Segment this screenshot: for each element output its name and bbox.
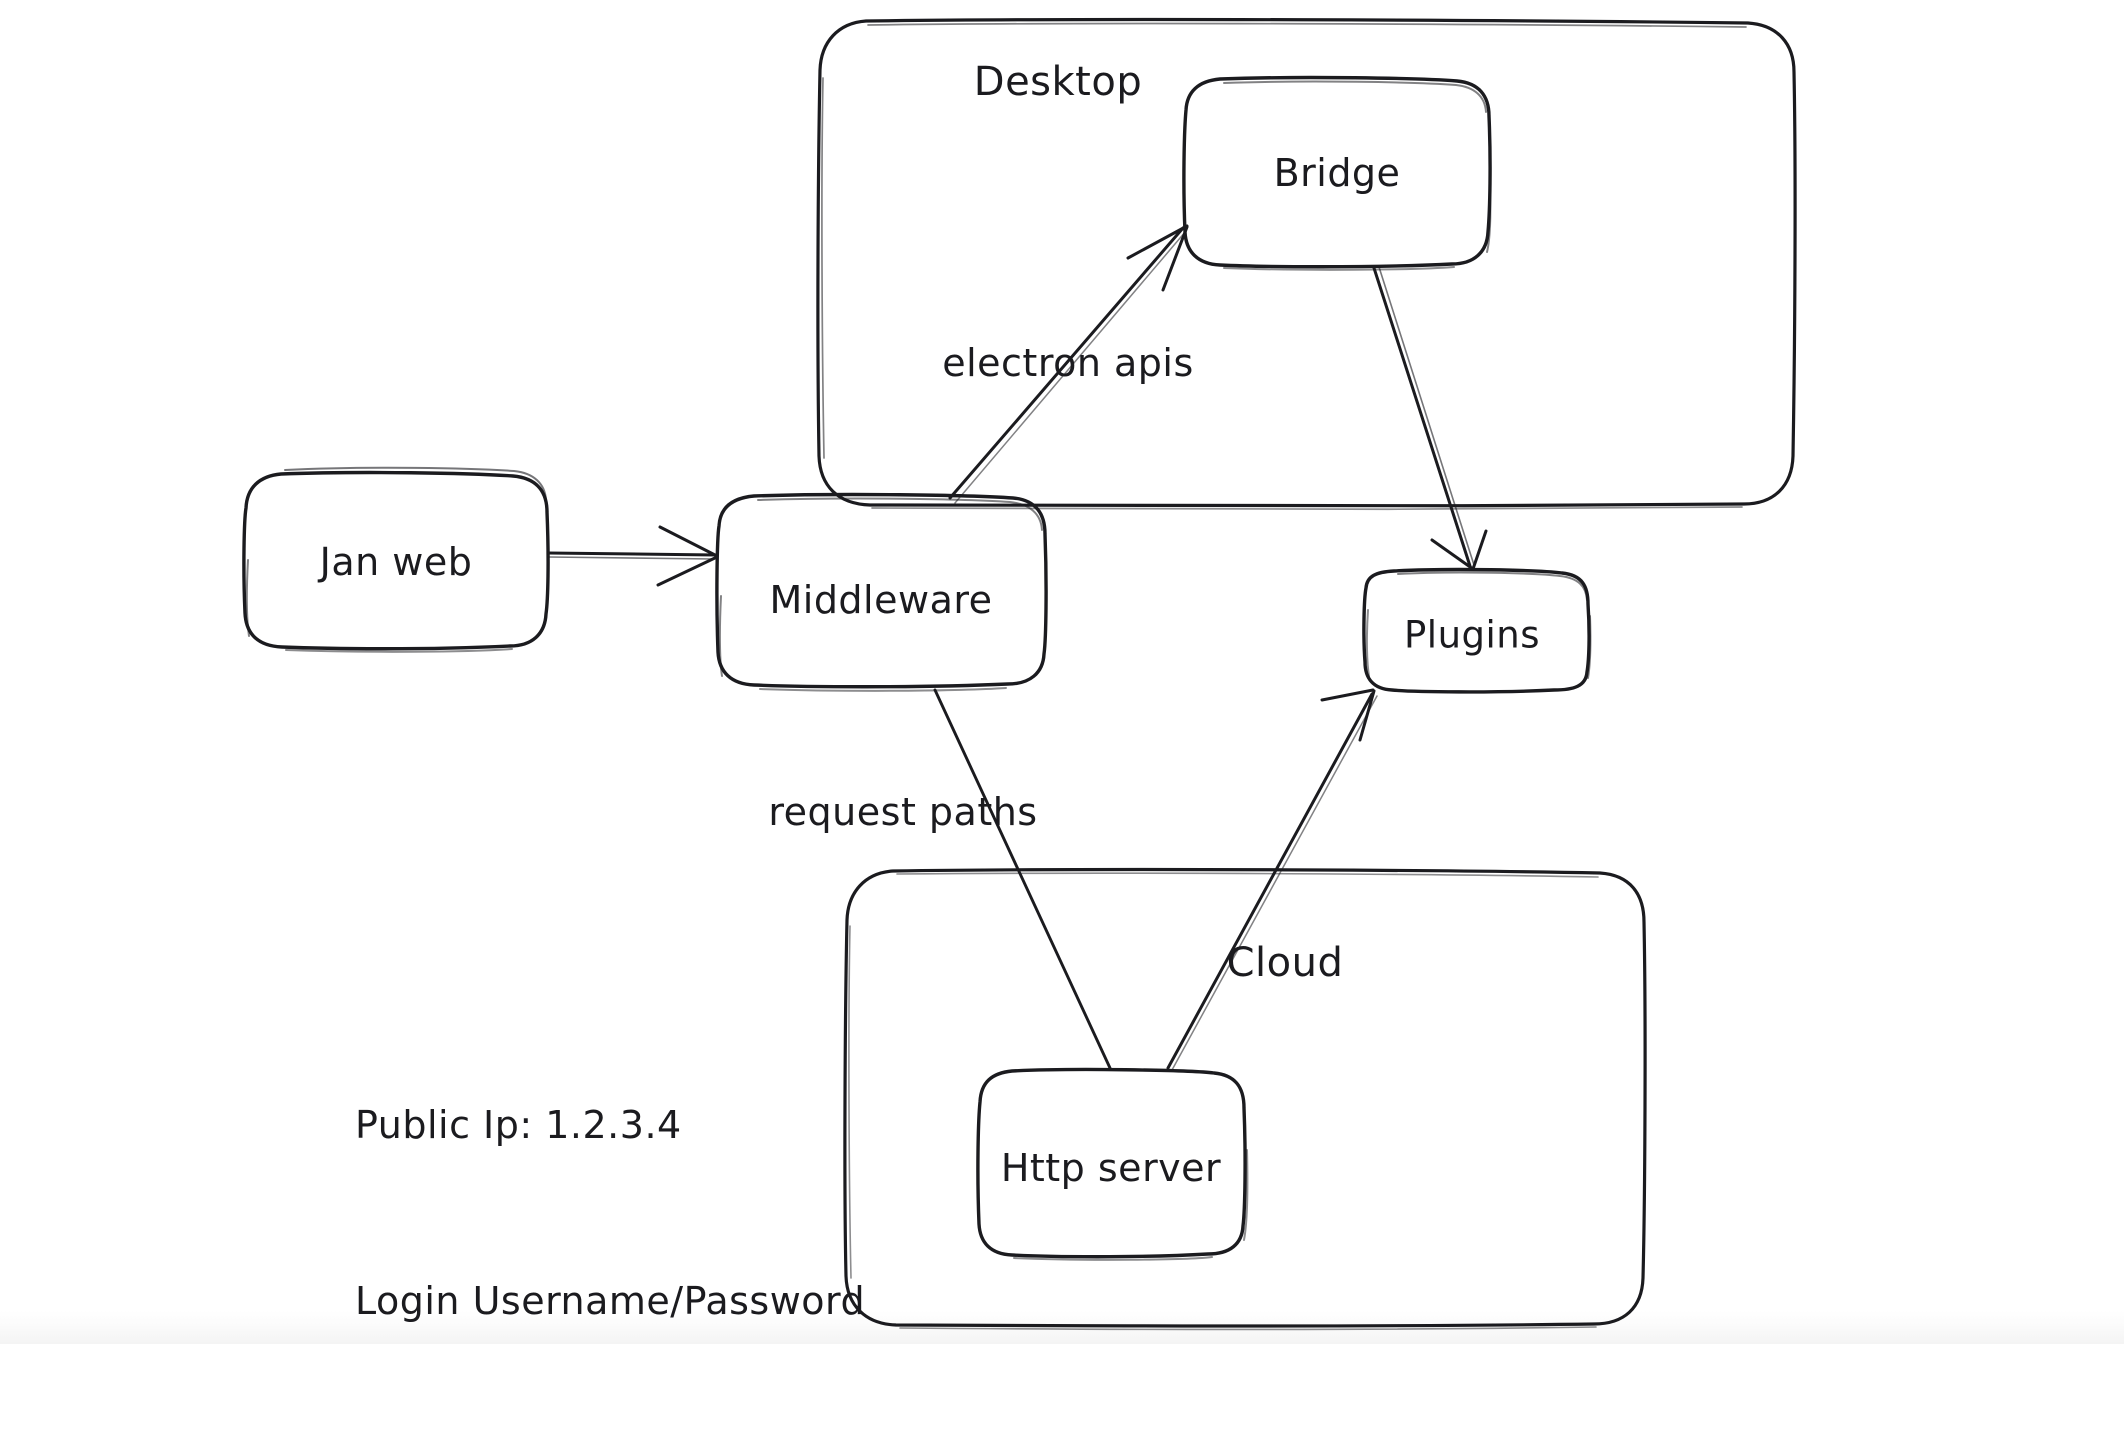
connection-note: Public Ip: 1.2.3.4 Login Username/Passwo… (355, 978, 865, 1449)
node-label-bridge[interactable]: Bridge (1273, 151, 1401, 195)
container-label-desktop: Desktop (973, 59, 1143, 105)
node-middleware-outline (715, 492, 1048, 692)
node-label-middleware[interactable]: Middleware (769, 578, 993, 622)
container-label-cloud: Cloud (1226, 940, 1344, 986)
edge-http-server-to-plugins (1166, 688, 1378, 1071)
diagram-canvas: Desktop Cloud Jan web Middleware Bridge … (0, 0, 2124, 1344)
container-cloud-outline (843, 867, 1647, 1331)
node-label-jan-web[interactable]: Jan web (319, 540, 473, 584)
node-plugins-outline (1362, 567, 1592, 694)
node-bridge-outline (1182, 75, 1492, 271)
edge-jan-web-to-middleware (546, 525, 719, 587)
node-label-plugins[interactable]: Plugins (1403, 613, 1541, 657)
connection-note-line-login: Login Username/Password (355, 1279, 866, 1324)
edge-label-request-paths: request paths (768, 790, 1038, 834)
node-jan-web-outline (242, 466, 550, 653)
node-label-http-server[interactable]: Http server (1000, 1146, 1222, 1190)
node-http-server-outline (976, 1067, 1249, 1261)
edge-label-electron-apis: electron apis (942, 341, 1194, 385)
edge-middleware-to-http-server (933, 688, 1112, 1070)
container-desktop-outline (816, 17, 1797, 511)
edge-bridge-to-plugins (1372, 266, 1488, 571)
connection-note-line-ip: Public Ip: 1.2.3.4 (355, 1102, 682, 1147)
edge-middleware-to-bridge (948, 224, 1189, 504)
diagram-strokes (242, 17, 1797, 1331)
